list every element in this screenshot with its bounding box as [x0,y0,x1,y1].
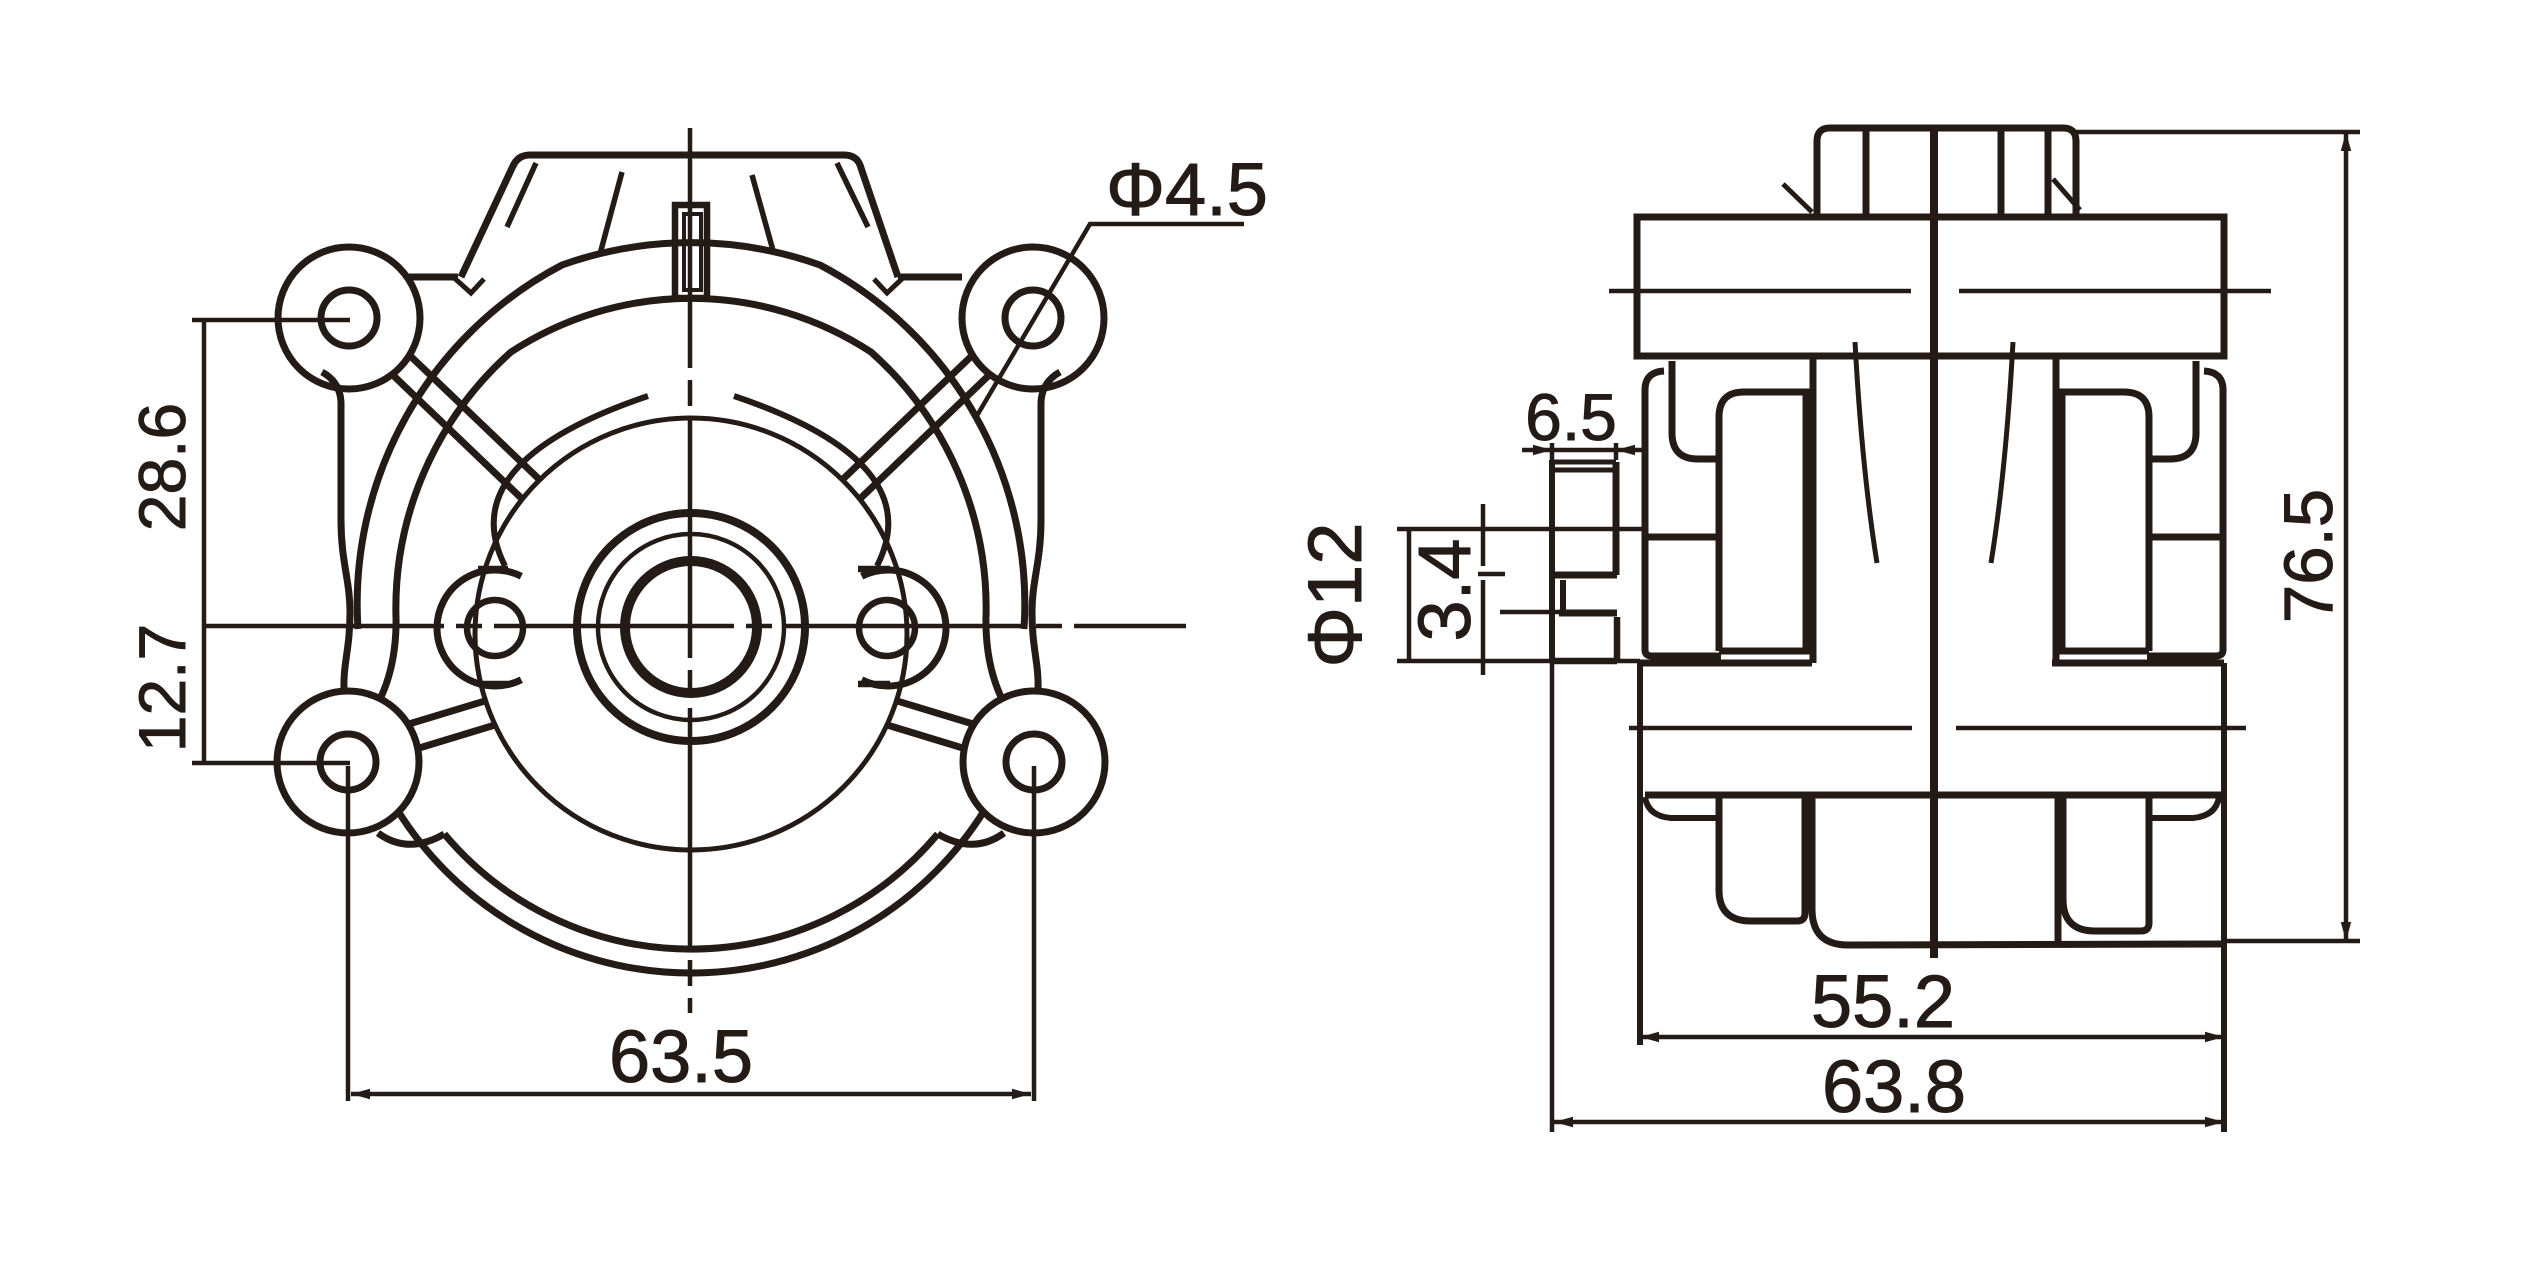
svg-text:Φ12: Φ12 [1293,522,1378,667]
svg-text:76.5: 76.5 [2270,489,2347,623]
svg-text:Φ4.5: Φ4.5 [1106,148,1268,231]
svg-text:63.5: 63.5 [609,1015,753,1098]
svg-text:55.2: 55.2 [1811,960,1955,1043]
svg-text:3.4: 3.4 [1403,539,1486,642]
svg-text:28.6: 28.6 [125,403,199,531]
svg-text:12.7: 12.7 [125,624,199,752]
svg-text:6.5: 6.5 [1525,380,1617,454]
svg-text:63.8: 63.8 [1822,1045,1966,1128]
